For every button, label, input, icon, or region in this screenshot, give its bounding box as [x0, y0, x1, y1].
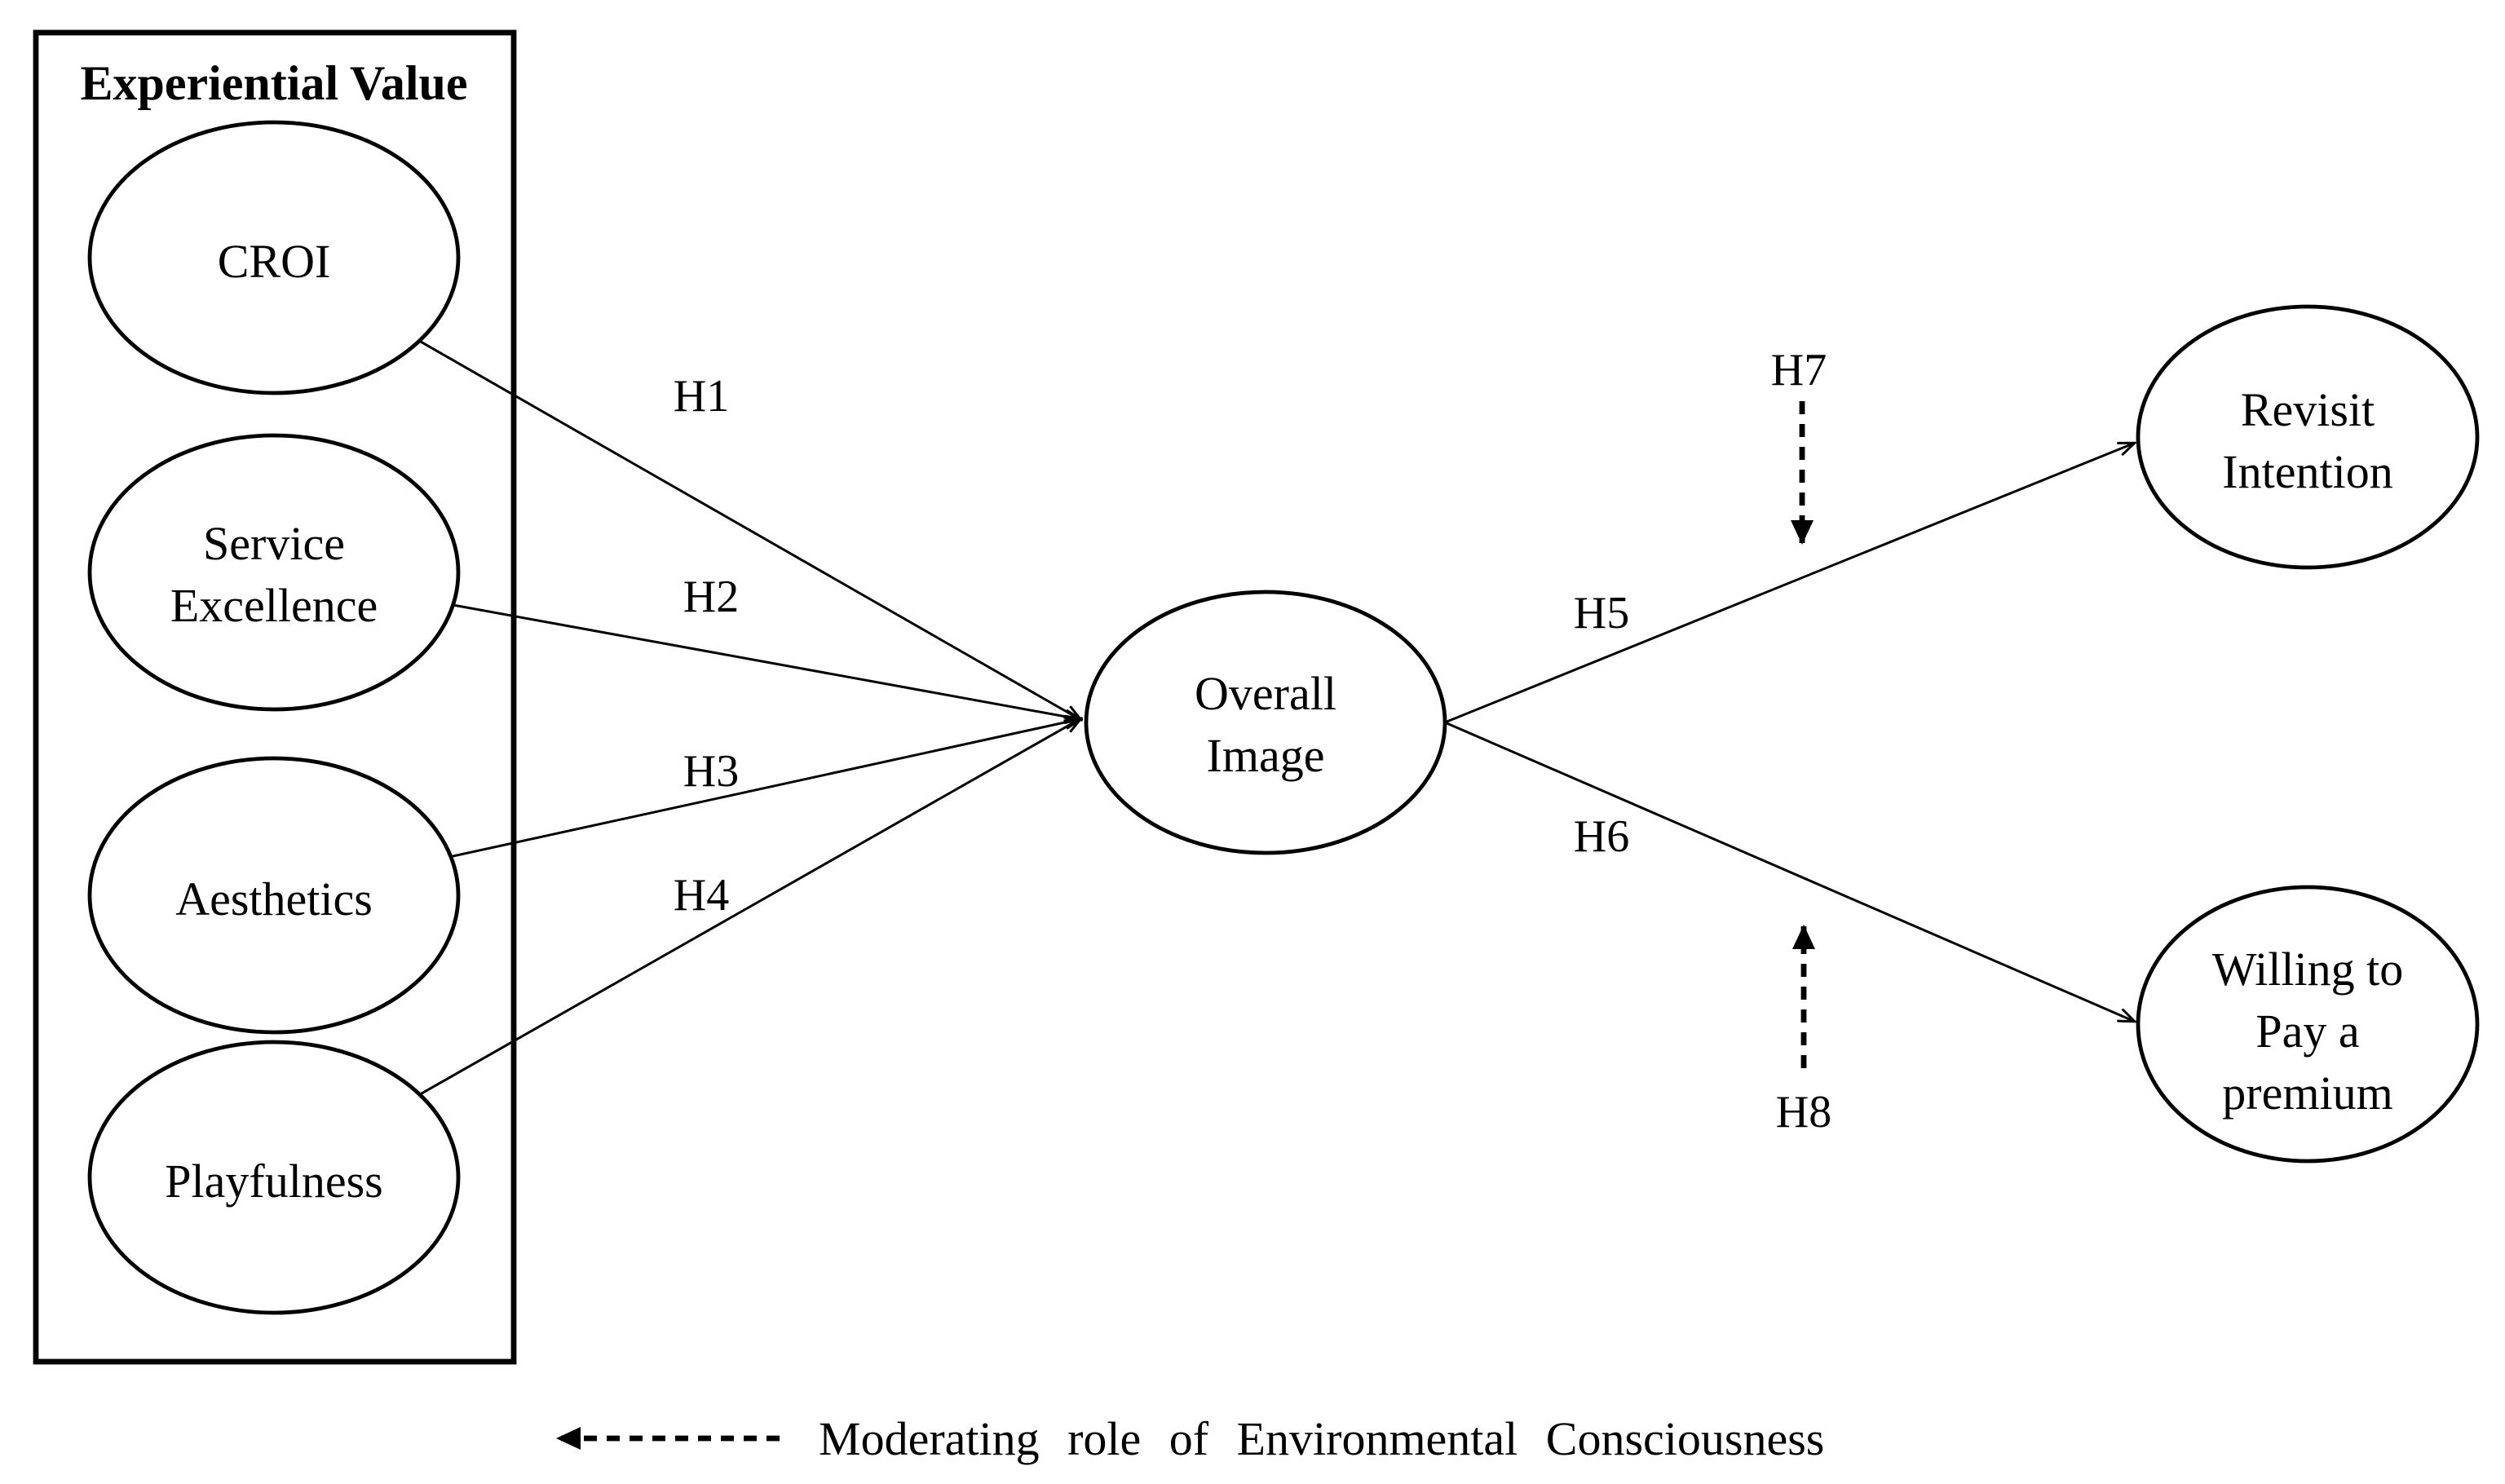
path-h6-overall-image-to-willing-to-pay	[1444, 721, 2133, 1021]
croi-label: CROI	[218, 235, 331, 288]
revisit-intention-label-line1: Revisit	[2241, 383, 2375, 436]
service-excellence-label-line2: Excellence	[170, 579, 378, 632]
node-croi: CROI	[87, 120, 461, 395]
node-service-excellence: Service Excellence	[87, 433, 461, 712]
overall-image-label-line2: Image	[1207, 729, 1325, 782]
service-excellence-label-line1: Service	[203, 517, 345, 570]
legend: Moderating role of Environmental Conscio…	[556, 1412, 1824, 1465]
willing-to-pay-label-line1: Willing to	[2212, 943, 2404, 996]
revisit-intention-ellipse	[2136, 304, 2480, 570]
label-h5: H5	[1574, 588, 1629, 638]
legend-text: Moderating role of Environmental Conscio…	[819, 1412, 1824, 1465]
label-h2: H2	[683, 572, 739, 622]
experiential-value-title: Experiential Value	[80, 56, 467, 110]
overall-image-label-line1: Overall	[1195, 667, 1336, 720]
path-h5-overall-image-to-revisit-intention	[1444, 444, 2133, 724]
hypothesis-labels: H1 H2 H3 H4 H5 H6 H7 H8	[674, 345, 1831, 1137]
playfulness-ellipse	[87, 1040, 461, 1315]
willing-to-pay-ellipse	[2136, 885, 2480, 1164]
service-excellence-ellipse	[87, 433, 461, 712]
node-overall-image: Overall Image	[1084, 590, 1447, 855]
aesthetics-ellipse	[87, 756, 461, 1035]
label-h4: H4	[674, 870, 729, 921]
revisit-intention-label-line2: Intention	[2222, 445, 2392, 498]
aesthetics-label: Aesthetics	[175, 872, 373, 925]
label-h8: H8	[1776, 1087, 1831, 1137]
label-h3: H3	[683, 746, 739, 797]
willing-to-pay-label-line2: Pay a	[2255, 1005, 2359, 1058]
label-h1: H1	[674, 371, 729, 422]
moderation-arrows	[1791, 401, 1815, 1068]
overall-image-ellipse	[1084, 590, 1447, 855]
node-playfulness: Playfulness	[87, 1040, 461, 1315]
node-willing-to-pay-premium: Willing to Pay a premium	[2136, 885, 2480, 1164]
croi-ellipse	[87, 120, 461, 395]
label-h7: H7	[1771, 345, 1827, 395]
willing-to-pay-label-line3: premium	[2222, 1067, 2392, 1120]
construct-nodes: CROI Service Excellence Aesthetics Playf…	[87, 120, 2480, 1315]
experiential-value-box	[33, 29, 517, 1365]
node-revisit-intention: Revisit Intention	[2136, 304, 2480, 570]
playfulness-label: Playfulness	[165, 1155, 382, 1208]
experiential-value-group: Experiential Value	[33, 29, 517, 1365]
label-h6: H6	[1574, 811, 1629, 862]
node-aesthetics: Aesthetics	[87, 756, 461, 1035]
